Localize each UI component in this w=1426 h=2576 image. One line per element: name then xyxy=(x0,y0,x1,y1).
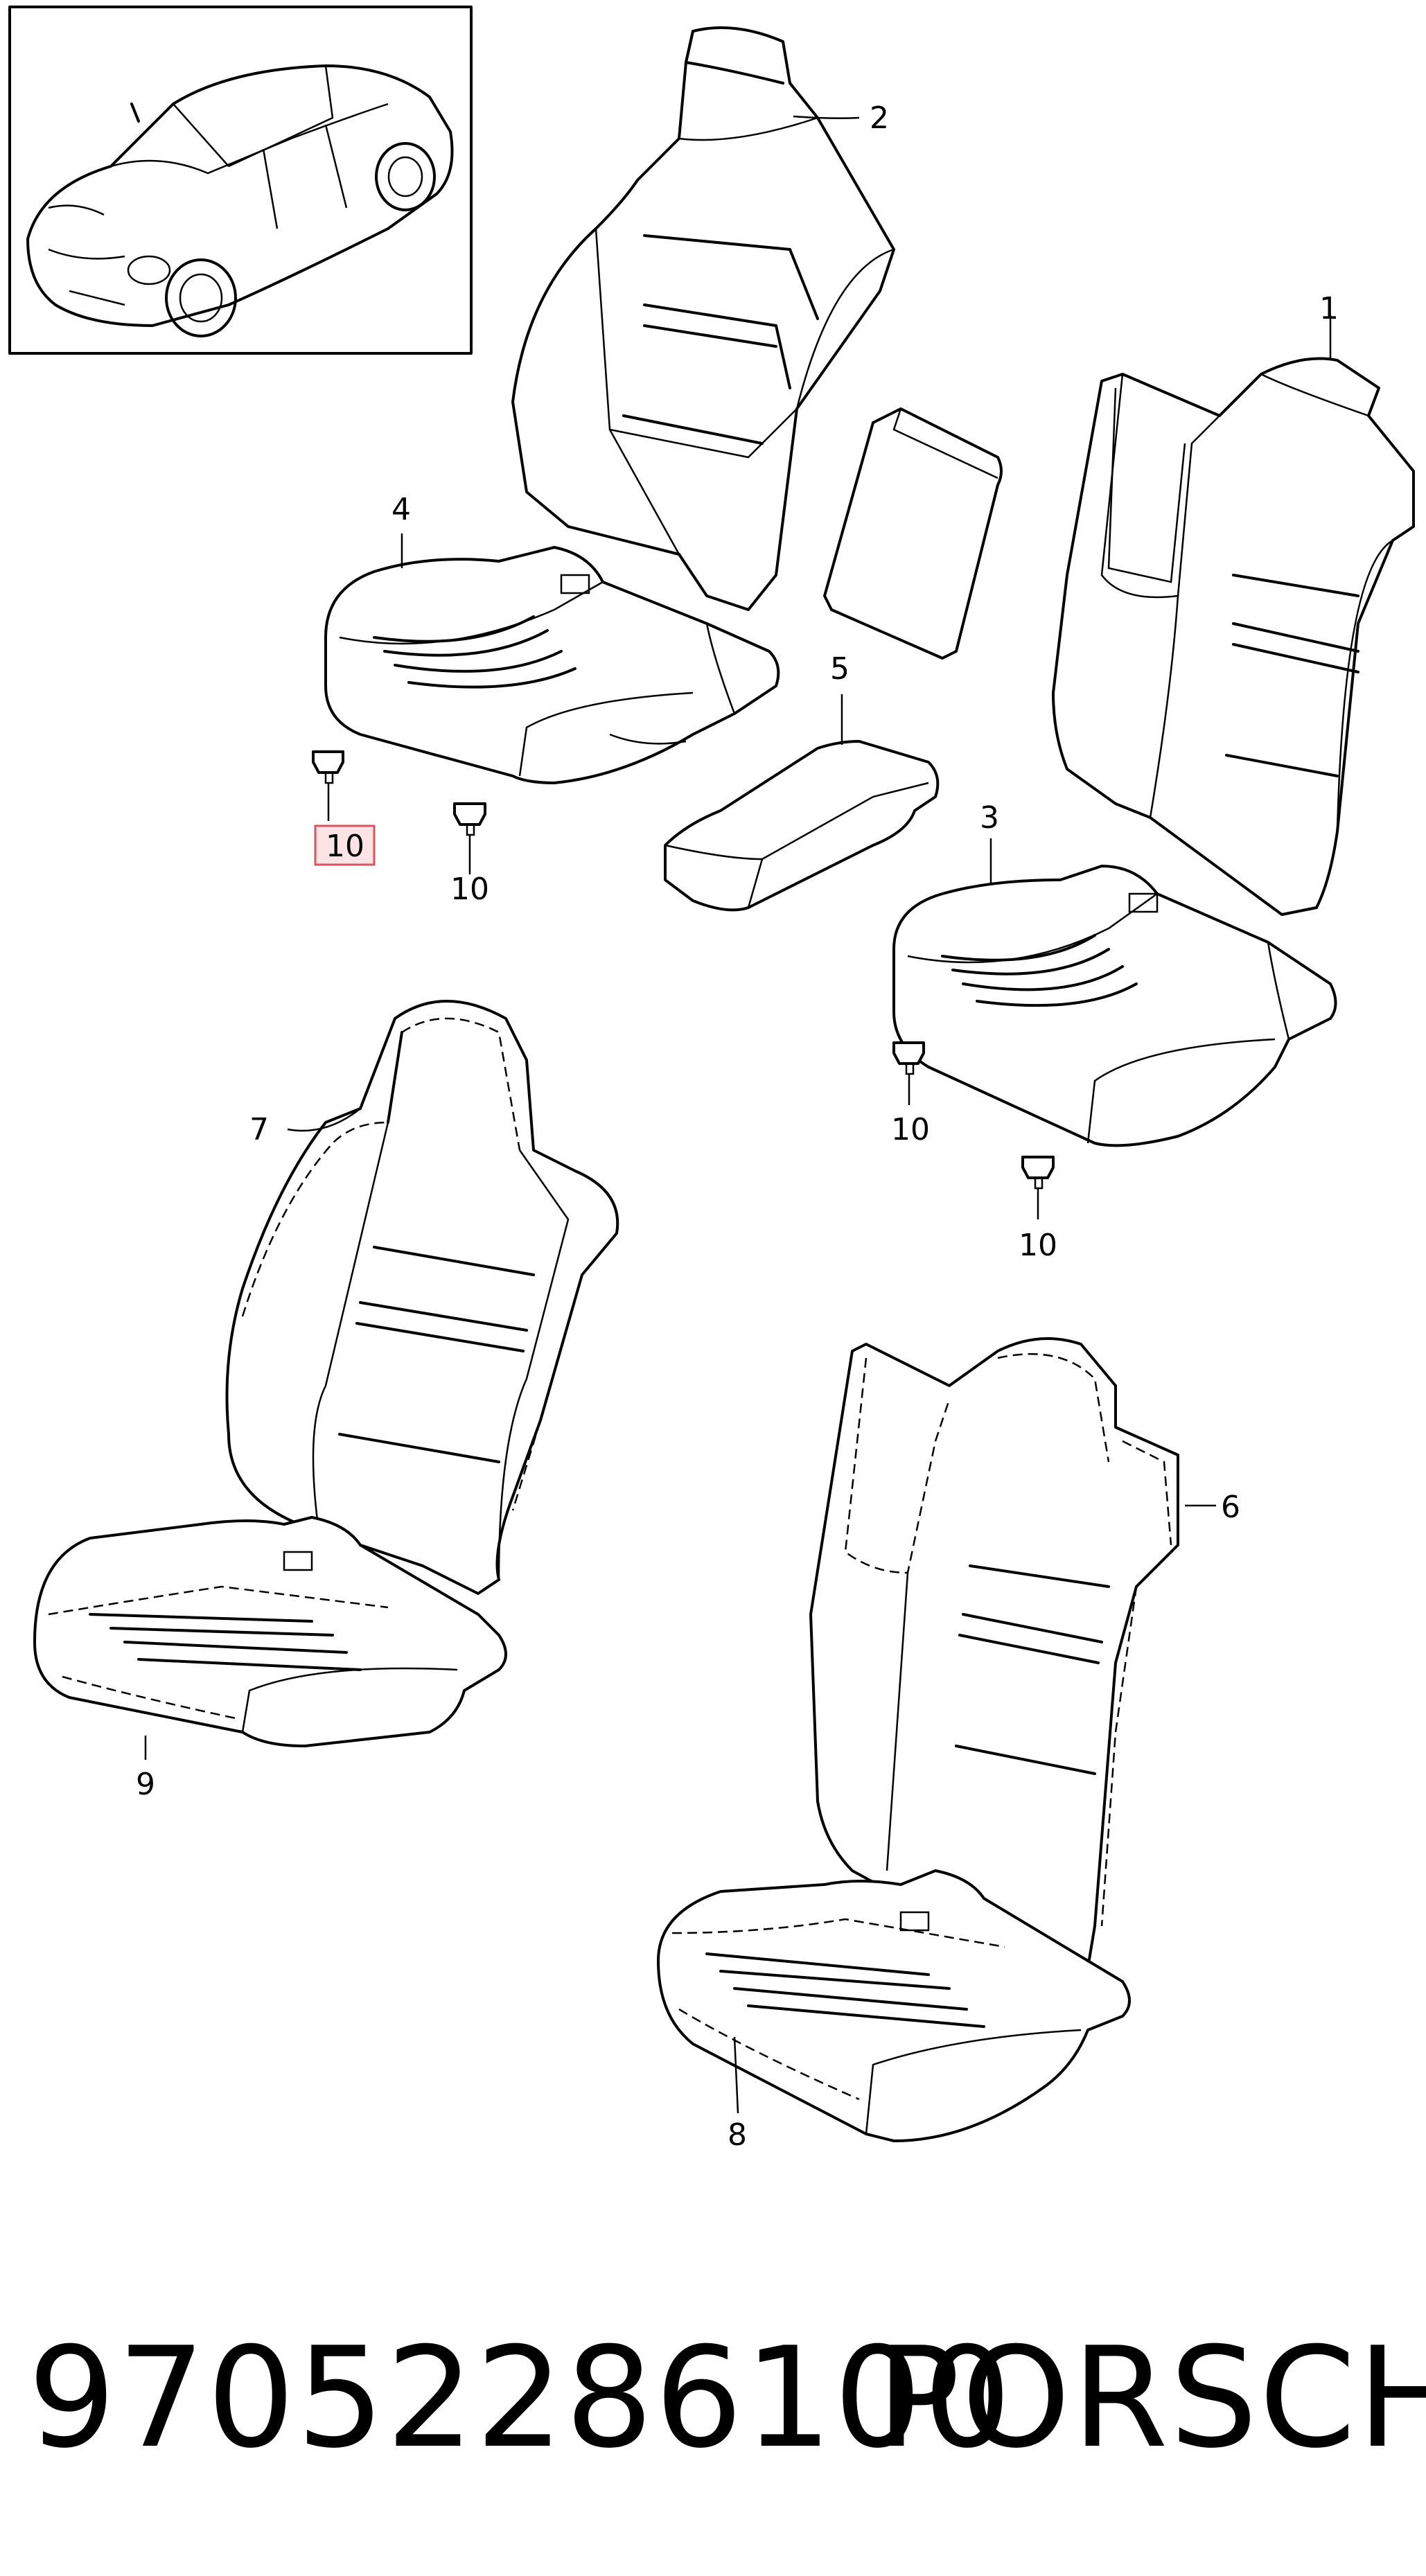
callout-2: 2 xyxy=(870,100,889,136)
part-1-backrest xyxy=(1052,315,1415,916)
vehicle-thumbnail xyxy=(8,6,473,355)
part-8-cushion xyxy=(657,1869,1131,2142)
callout-10a: 10 xyxy=(326,829,364,864)
brand-name: PORSCHE xyxy=(877,2318,1426,2479)
callout-3: 3 xyxy=(980,800,999,836)
part-9-cushion xyxy=(33,1516,507,1760)
part-number: 97052286100 xyxy=(28,2318,1013,2479)
callout-10-highlighted: 10 xyxy=(314,824,376,866)
callout-9: 9 xyxy=(136,1767,155,1802)
callout-10c: 10 xyxy=(891,1112,930,1147)
part-3-cushion xyxy=(892,865,1337,1147)
callout-1: 1 xyxy=(1319,291,1339,326)
clip-10c xyxy=(892,1041,925,1105)
part-2-backrest xyxy=(511,26,895,611)
part-6-backrest xyxy=(809,1337,1216,1969)
part-5-pad-upper xyxy=(823,407,1003,660)
car-illustration xyxy=(26,64,454,337)
callout-7: 7 xyxy=(249,1112,269,1147)
part-7-backrest xyxy=(225,1000,619,1595)
callout-8: 8 xyxy=(728,2117,747,2153)
clip-10a xyxy=(312,750,344,821)
callout-4: 4 xyxy=(391,492,411,527)
callout-5: 5 xyxy=(830,651,850,687)
clip-10d xyxy=(1021,1156,1055,1219)
highlight-box xyxy=(314,824,376,866)
callout-10d: 10 xyxy=(1019,1228,1057,1263)
part-4-cushion xyxy=(324,546,780,784)
callout-6: 6 xyxy=(1221,1490,1240,1525)
clip-10b xyxy=(453,802,486,874)
part-5-pad-lower xyxy=(664,740,940,912)
callout-10b: 10 xyxy=(450,872,489,907)
